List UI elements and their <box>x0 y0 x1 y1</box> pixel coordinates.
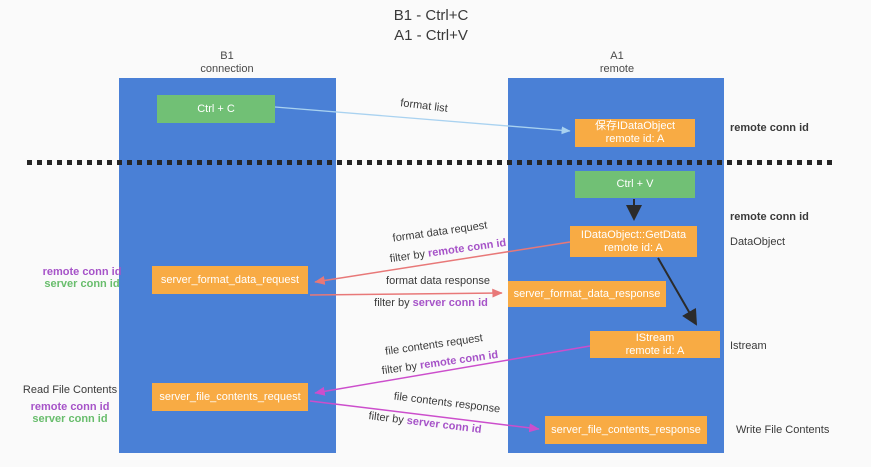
write-file-contents-annotation: Write File Contents <box>736 424 830 436</box>
read-file-contents-annotation: Read File Contents <box>22 384 118 396</box>
lane-a1-name: A1 <box>610 50 624 62</box>
server-conn-id-left-1: server conn id <box>44 278 120 290</box>
server-format-data-response-label: server_format_data_response <box>513 287 661 300</box>
idataobject-getdata-box: IDataObject::GetData remote id: A <box>570 226 697 257</box>
server-conn-id-left-2: server conn id <box>32 413 108 425</box>
arrow-format-data-response <box>309 288 503 298</box>
lane-header-b1: B1 connection <box>167 50 287 76</box>
filter-by-server-conn-id-label-1: filter by server conn id <box>374 297 488 309</box>
filter-by-server-conn-id-label-2: filter by server conn id <box>367 410 483 436</box>
save-idataobject-line1: 保存IDataObject <box>594 120 676 132</box>
remote-conn-id-annotation-mid: remote conn id <box>730 211 809 223</box>
getdata-line1: IDataObject::GetData <box>580 228 687 241</box>
remote-conn-id-left-2: remote conn id <box>30 401 110 413</box>
lane-b1-name: B1 <box>220 50 234 62</box>
istream-line1: IStream <box>635 331 675 344</box>
remote-conn-id-left-1: remote conn id <box>42 266 122 278</box>
ctrl-v-label: Ctrl + V <box>616 178 654 190</box>
server-file-contents-request-label: server_file_contents_request <box>159 390 301 403</box>
diagram-title: B1 - Ctrl+C A1 - Ctrl+V <box>281 6 581 46</box>
server-file-contents-response-label: server_file_contents_response <box>551 423 701 436</box>
istream-box: IStream remote id: A <box>590 331 720 358</box>
server-conn-id-inline-1: server conn id <box>412 297 488 309</box>
title-line-2: A1 - Ctrl+V <box>394 27 468 44</box>
format-list-label: format list <box>399 97 449 115</box>
server-format-data-response-box: server_format_data_response <box>508 281 666 307</box>
server-file-contents-response-box: server_file_contents_response <box>545 416 707 444</box>
file-contents-response-label: file contents response <box>393 390 501 416</box>
ctrl-c-label: Ctrl + C <box>197 102 235 115</box>
save-idataobject-line2: remote id: A <box>605 133 665 145</box>
dataobject-annotation: DataObject <box>730 236 786 248</box>
getdata-line2: remote id: A <box>604 241 663 254</box>
remote-conn-id-annotation-top: remote conn id <box>730 122 809 134</box>
lane-a1-sub: remote <box>599 63 635 75</box>
server-format-data-request-label: server_format_data_request <box>160 273 300 286</box>
left-read-file-block: Read File Contents remote conn id server… <box>15 384 125 425</box>
lane-b1-sub: connection <box>200 63 254 75</box>
ctrl-c-box: Ctrl + C <box>157 95 275 123</box>
remote-conn-id-inline-2: remote conn id <box>419 348 499 372</box>
remote-conn-id-inline-1: remote conn id <box>427 236 507 260</box>
format-data-response-label: format data response <box>386 275 490 287</box>
phase-separator-dashed-line <box>27 160 833 165</box>
save-idataobject-box: 保存IDataObject remote id: A <box>575 119 695 147</box>
left-conn-id-block-1: remote conn id server conn id <box>27 266 137 290</box>
server-file-contents-request-box: server_file_contents_request <box>152 383 308 411</box>
istream-annotation: Istream <box>730 340 767 352</box>
ctrl-v-box: Ctrl + V <box>575 171 695 198</box>
title-line-1: B1 - Ctrl+C <box>393 7 469 24</box>
istream-line2: remote id: A <box>625 344 685 357</box>
server-format-data-request-box: server_format_data_request <box>152 266 308 294</box>
lane-header-a1: A1 remote <box>557 50 677 76</box>
server-conn-id-inline-2: server conn id <box>406 414 483 436</box>
